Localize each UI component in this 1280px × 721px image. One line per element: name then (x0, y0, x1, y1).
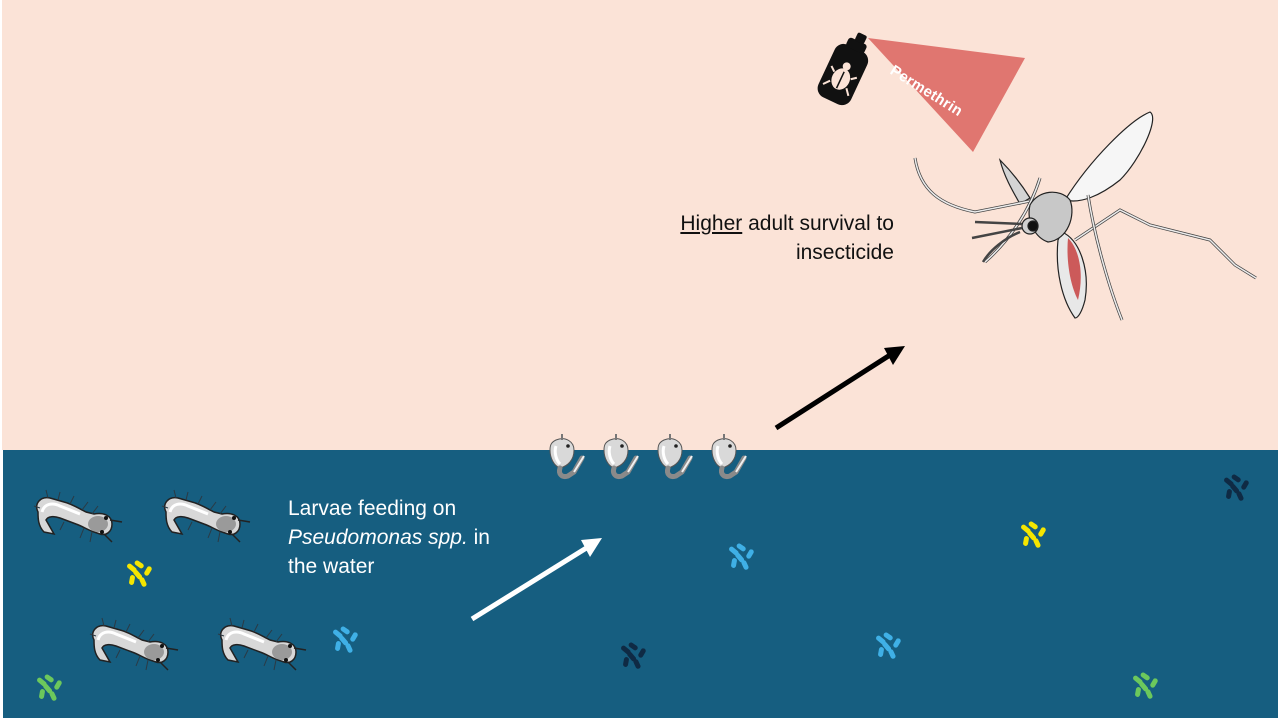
adult-mosquito-icon (913, 111, 1257, 321)
bacteria-navy-icon (620, 641, 647, 670)
bacteria-navy-icon (1223, 473, 1250, 502)
spray-can-icon (817, 32, 869, 106)
larvae-group (32, 488, 308, 672)
adult-label-line2: insecticide (795, 241, 894, 264)
bacteria-green-icon (1132, 671, 1159, 700)
adult-label-line1: adult survival to (742, 212, 894, 235)
bacteria-group (36, 473, 1250, 702)
spray-cone (868, 38, 1025, 152)
arrow-to-adult (774, 346, 905, 431)
adult-survival-label: Higher adult survival to insecticide (600, 209, 894, 267)
water-background (3, 450, 1278, 718)
pupa-icon (604, 434, 638, 477)
bacteria-yellow-icon (1020, 520, 1047, 549)
pupae-group (550, 434, 746, 477)
larvae-feeding-label: Larvae feeding on Pseudomonas spp. in th… (288, 494, 568, 581)
bacteria-lightblue-icon (875, 631, 902, 660)
larvae-label-after-italic: in (467, 526, 490, 549)
larvae-label-line1: Larvae feeding on (288, 497, 457, 520)
pseudomonas-name: Pseudomonas spp. (288, 526, 468, 549)
pupa-icon (658, 434, 692, 477)
bacteria-lightblue-icon (332, 625, 359, 654)
larva-icon (32, 488, 124, 544)
higher-emphasis: Higher (680, 212, 743, 235)
bacteria-green-icon (36, 673, 63, 702)
arrow-to-surface (470, 538, 602, 622)
larvae-label-line3: the water (288, 555, 375, 578)
bacteria-lightblue-icon (728, 542, 755, 571)
larva-icon (216, 616, 308, 672)
beetle-icon (822, 62, 858, 97)
pupa-icon (712, 434, 746, 477)
pupa-icon (550, 434, 584, 477)
larva-icon (88, 616, 180, 672)
larva-icon (160, 488, 252, 544)
bacteria-yellow-icon (126, 559, 153, 588)
